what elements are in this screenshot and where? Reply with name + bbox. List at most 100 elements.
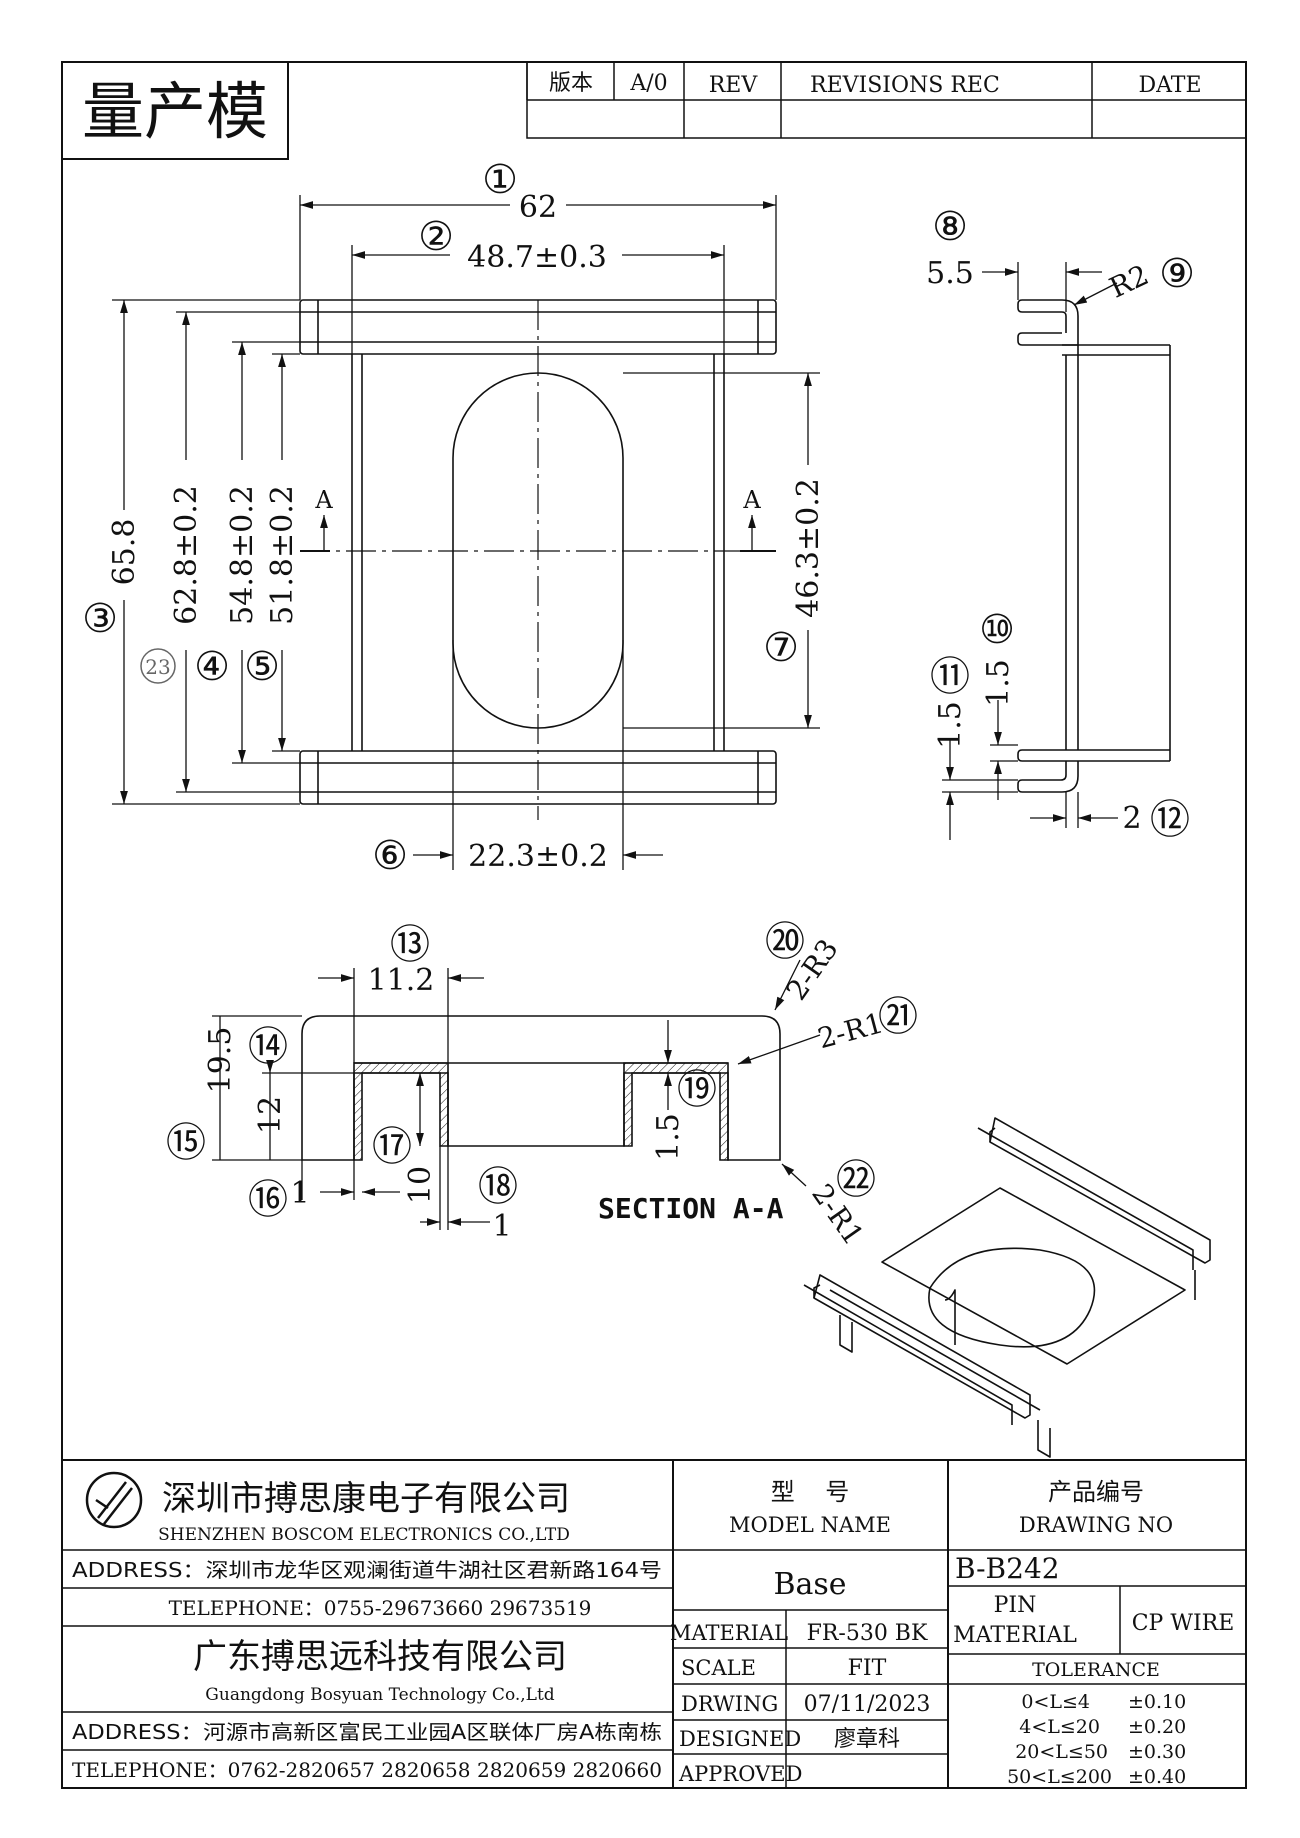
dim-12: 12 xyxy=(253,1096,288,1134)
dim-19-5: 19.5 xyxy=(203,1027,238,1094)
company2-cn: 广东搏思远科技有限公司 xyxy=(193,1637,567,1677)
tolerance-value: ±0.20 xyxy=(1128,1716,1186,1738)
dim-1-a: 1 xyxy=(290,1176,309,1211)
callout-8: ⑧ xyxy=(932,204,968,250)
drawing-date-value: 07/11/2023 xyxy=(804,1692,931,1717)
dim-2: 2 xyxy=(1122,801,1141,836)
dim-46-3: 46.3±0.2 xyxy=(791,478,826,618)
rev-label: REV xyxy=(709,73,759,98)
callout-13: ⑬ xyxy=(390,922,430,968)
header: 量产模 版本 A/0 REV REVISIONS REC DATE xyxy=(61,61,1247,160)
drawing-date-label: DRWING xyxy=(681,1692,778,1716)
tolerance-value: ±0.30 xyxy=(1128,1741,1186,1763)
callout-18: ⑱ xyxy=(478,1164,518,1210)
section-view-dimensions xyxy=(212,959,821,1230)
top-view-labels: ① 62 ② 48.7±0.3 65.8 62.8±0.2 54.8±0.2 5… xyxy=(82,157,826,879)
section-title: SECTION A-A xyxy=(598,1192,784,1225)
drawing-label-en: DRAWING NO xyxy=(1019,1513,1173,1537)
callout-1: ① xyxy=(482,157,518,203)
callout-9: ⑨ xyxy=(1159,251,1195,297)
dim-65-8: 65.8 xyxy=(107,519,142,586)
dim-54-8: 54.8±0.2 xyxy=(225,485,260,625)
drawing-label-cn: 产品编号 xyxy=(1048,1478,1144,1506)
side-view xyxy=(1017,299,1171,793)
dim-62-8: 62.8±0.2 xyxy=(169,485,204,625)
callout-4: ④ xyxy=(194,644,230,690)
callout-17: ⑰ xyxy=(372,1124,412,1170)
callout-5: ⑤ xyxy=(244,644,280,690)
dim-5-5: 5.5 xyxy=(926,256,974,291)
dim-r2: R2 xyxy=(1104,258,1153,304)
tolerance-value: ±0.10 xyxy=(1128,1691,1186,1713)
side-view-dimensions xyxy=(942,262,1118,840)
model-value: Base xyxy=(773,1567,846,1602)
pin-material-value: CP WIRE xyxy=(1132,1611,1235,1636)
designed-label: DESIGNED xyxy=(679,1727,801,1751)
model-label-cn: 型 号 xyxy=(771,1478,850,1506)
dim-10: 10 xyxy=(403,1166,438,1204)
callout-7: ⑦ xyxy=(763,625,799,671)
model-label-en: MODEL NAME xyxy=(729,1513,891,1537)
material-value: FR-530 BK xyxy=(807,1621,928,1646)
section-mark-left: A xyxy=(314,486,333,514)
date-label: DATE xyxy=(1138,73,1201,98)
designed-value: 廖章科 xyxy=(834,1727,900,1752)
callout-16: ⑯ xyxy=(248,1177,288,1223)
top-view-dimensions xyxy=(112,195,820,870)
tolerance-range: 4<L≤20 xyxy=(1019,1716,1100,1738)
callout-10: ⑩ xyxy=(979,607,1015,653)
title-block xyxy=(62,1459,1246,1788)
drawing-value: B-B242 xyxy=(955,1552,1060,1585)
isometric-view xyxy=(803,1117,1211,1458)
section-view xyxy=(301,1015,781,1161)
dim-62: 62 xyxy=(519,190,557,225)
company2-en: Guangdong Bosyuan Technology Co.,Ltd xyxy=(205,1685,555,1705)
callout-22: ㉒ xyxy=(836,1157,876,1203)
top-view xyxy=(299,299,777,820)
dim-1-5-b: 1.5 xyxy=(933,701,968,749)
revisions-label: REVISIONS REC xyxy=(810,73,1000,98)
section-view-labels: ⑬ 11.2 ⑭ 19.5 12 ⑮ ⑯ 1 ⑰ 10 ⑱ 1 ⑲ 1.5 ⑳ … xyxy=(166,919,918,1251)
version-value: A/0 xyxy=(629,71,667,96)
scale-label: SCALE xyxy=(681,1656,756,1680)
callout-6: ⑥ xyxy=(372,833,408,879)
dim-2-r1-a: 2-R1 xyxy=(814,1006,886,1055)
material-label: MATERIAL xyxy=(670,1621,788,1645)
company-cn: 深圳市搏思康电子有限公司 xyxy=(162,1479,570,1519)
pin-material-label: MATERIAL xyxy=(953,1623,1077,1648)
telephone-1: TELEPHONE：0755-29673660 29673519 xyxy=(169,1596,592,1620)
callout-11: ⑪ xyxy=(930,654,970,700)
tolerance-table: 0<L≤4 ±0.10 4<L≤20 ±0.20 20<L≤50 ±0.30 5… xyxy=(1007,1691,1186,1788)
address-1: ADDRESS：深圳市龙华区观澜街道牛湖社区君新路164号 xyxy=(72,1558,662,1582)
callout-12: ⑫ xyxy=(1150,797,1190,843)
callout-15: ⑮ xyxy=(166,1120,206,1166)
callout-3: ③ xyxy=(82,596,118,642)
dim-1-5-c: 1.5 xyxy=(651,1113,686,1161)
approved-label: APPROVED xyxy=(678,1762,802,1786)
callout-20: ⑳ xyxy=(765,919,805,965)
company-logo-icon xyxy=(85,1471,143,1529)
side-view-labels: ⑧ 5.5 R2 ⑨ ⑩ 1.5 ⑪ 1.5 2 ⑫ xyxy=(926,204,1195,843)
tolerance-range: 20<L≤50 xyxy=(1015,1741,1108,1763)
pin-label: PIN xyxy=(994,1593,1037,1618)
dim-48-7: 48.7±0.3 xyxy=(467,240,607,275)
title-block-text: 深圳市搏思康电子有限公司 SHENZHEN BOSCOM ELECTRONICS… xyxy=(72,1478,1234,1788)
section-mark-right: A xyxy=(742,486,761,514)
dim-51-8: 51.8±0.2 xyxy=(265,485,300,625)
callout-23: 23 xyxy=(140,648,176,684)
telephone-2: TELEPHONE：0762-2820657 2820658 2820659 2… xyxy=(72,1758,662,1782)
tolerance-range: 50<L≤200 xyxy=(1007,1766,1112,1788)
tolerance-value: ±0.40 xyxy=(1128,1766,1186,1788)
scale-value: FIT xyxy=(848,1656,887,1681)
callout-2: ② xyxy=(418,214,454,260)
tolerance-title: TOLERANCE xyxy=(1032,1659,1160,1681)
address-2: ADDRESS：河源市高新区富民工业园A区联体厂房A栋南栋 xyxy=(72,1720,662,1744)
callout-21: ㉑ xyxy=(878,994,918,1040)
dim-1-b: 1 xyxy=(492,1209,511,1244)
svg-text:23: 23 xyxy=(145,655,170,679)
callout-19: ⑲ xyxy=(677,1067,717,1113)
version-label: 版本 xyxy=(549,71,593,96)
dim-1-5-a: 1.5 xyxy=(981,659,1016,707)
company-en: SHENZHEN BOSCOM ELECTRONICS CO.,LTD xyxy=(158,1525,570,1545)
